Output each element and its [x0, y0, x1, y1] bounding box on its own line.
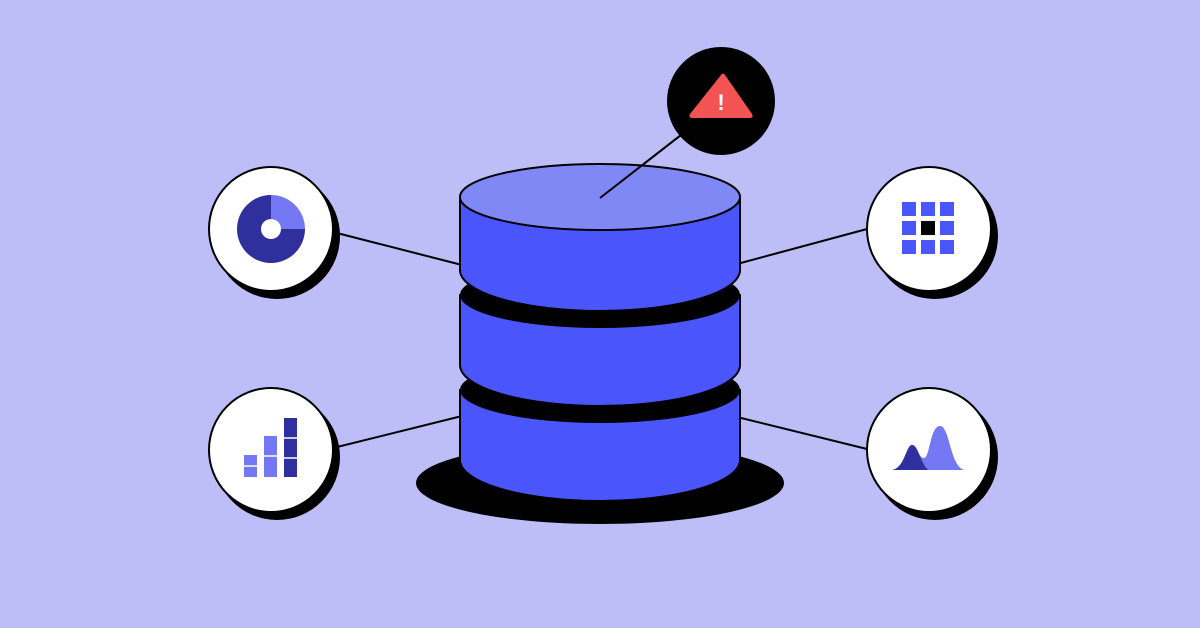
donut-chart-icon: [237, 195, 305, 263]
grid-icon: [902, 202, 954, 254]
bar-3: [284, 418, 297, 477]
connector-bars: [332, 415, 463, 449]
database-cylinder-icon: [416, 163, 784, 524]
warning-triangle-icon: !: [689, 73, 753, 118]
bar-chart-icon: [244, 418, 297, 477]
badge-alert: !: [667, 47, 775, 155]
connector-alert-overlay: [599, 127, 691, 199]
badge-distribution: [866, 387, 998, 520]
badge-grid: [866, 166, 998, 299]
connector-distribution: [736, 416, 868, 450]
grid-selected-cell: [921, 221, 935, 235]
warning-exclamation-text: !: [717, 90, 724, 115]
distribution-curve-icon: [892, 426, 965, 470]
badge-bars: [208, 387, 340, 520]
connector-grid: [736, 228, 868, 265]
connector-donut: [332, 231, 463, 266]
cylinder-tier-top: [459, 163, 741, 312]
badge-donut: [208, 166, 340, 299]
connector-lines: [332, 127, 868, 450]
